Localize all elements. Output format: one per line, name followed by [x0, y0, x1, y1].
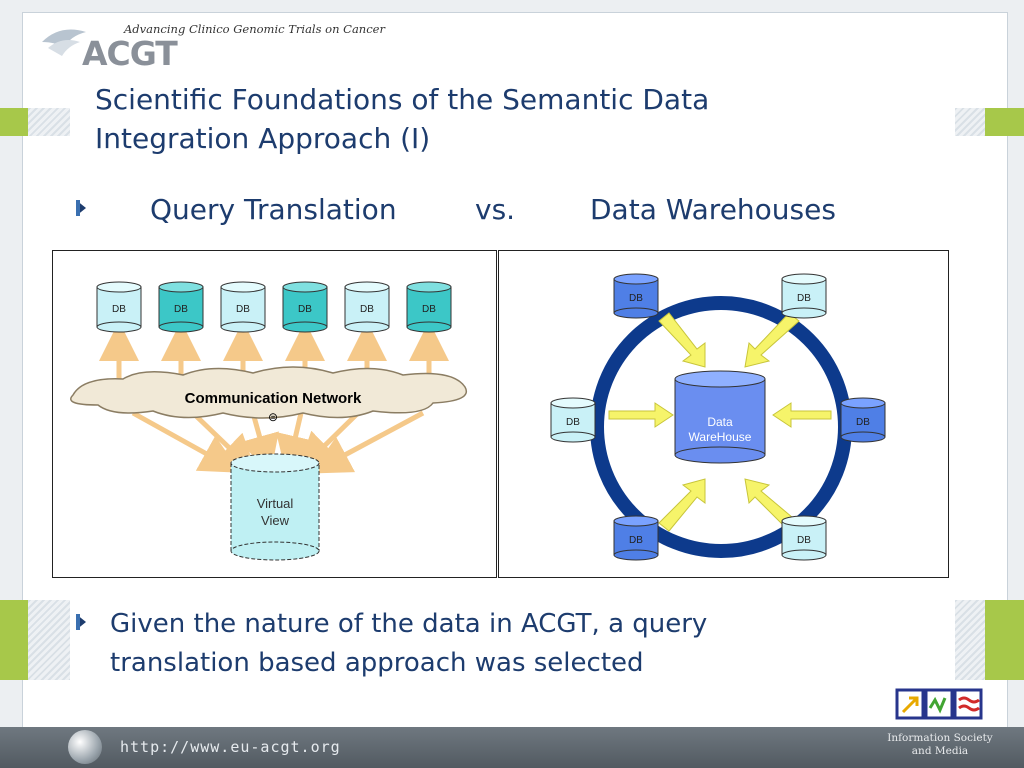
data-warehouses-label: Data Warehouses	[590, 193, 836, 226]
db-cylinder: DB	[781, 515, 827, 561]
db-cylinder: DB	[613, 515, 659, 561]
ist-logo-icon	[895, 688, 983, 720]
db-cylinder-label: DB	[112, 304, 126, 315]
slide-title: Scientific Foundations of the Semantic D…	[95, 83, 710, 155]
db-cylinder-label: DB	[566, 417, 580, 428]
outer-dbs: DB DB DB DB DB DB	[550, 273, 886, 561]
view-label-1: Virtual	[257, 496, 294, 511]
query-translation-label: Query Translation	[150, 193, 397, 226]
isoc-label: Information Society and Media	[880, 732, 1000, 758]
green-bar-left-top	[0, 108, 28, 136]
db-cylinder-label: DB	[360, 304, 374, 315]
db-cylinder: DB	[344, 281, 390, 333]
center-label-1: Data	[707, 415, 733, 429]
data-warehouse-svg: Data WareHouse DB DB DB DB DB DB	[550, 273, 886, 561]
tagline: Advancing Clinico Genomic Trials on Canc…	[124, 22, 385, 36]
green-bar-left-bottom	[0, 600, 28, 680]
db-cylinder-label: DB	[629, 535, 643, 546]
isoc-line-2: and Media	[911, 745, 969, 757]
db-cylinder-label: DB	[629, 293, 643, 304]
db-cylinder-label: DB	[298, 304, 312, 315]
bullet-icon-2	[76, 614, 86, 630]
db-cylinder-label: DB	[856, 417, 870, 428]
db-cylinder: DB	[840, 397, 886, 443]
isoc-line-1: Information Society	[887, 732, 993, 744]
data-warehouse-diagram: Data WareHouse DB DB DB DB DB DB	[498, 250, 949, 578]
center-label-2: WareHouse	[689, 430, 752, 444]
network-marker-icon: ⊜	[268, 410, 278, 424]
db-cylinder-label: DB	[174, 304, 188, 315]
view-label-2: View	[261, 513, 290, 528]
green-bar-right-top	[985, 108, 1024, 136]
db-cylinder: DB	[613, 273, 659, 319]
bullet-icon	[76, 200, 86, 216]
db-cylinder: DB	[96, 281, 142, 333]
db-cylinder: DB	[158, 281, 204, 333]
db-cylinder: DB	[220, 281, 266, 333]
conclusion-text: Given the nature of the data in ACGT, a …	[110, 609, 708, 678]
query-translation-diagram: Communication Network ⊜ DB DB DB DB DB DB Vir…	[52, 250, 497, 578]
db-cylinder: DB	[406, 281, 452, 333]
footer-url[interactable]: http://www.eu-acgt.org	[120, 738, 341, 756]
db-cylinder: DB	[282, 281, 328, 333]
query-translation-svg: Communication Network ⊜ DB DB DB DB DB DB Vir…	[70, 281, 467, 561]
vs-label: vs.	[475, 193, 516, 226]
db-cylinder-label: DB	[236, 304, 250, 315]
communication-network-cloud: Communication Network ⊜	[70, 366, 467, 424]
db-cylinder: DB	[781, 273, 827, 319]
acgt-logo-icon	[42, 29, 86, 56]
db-cylinder-label: DB	[797, 293, 811, 304]
footer-bar: http://www.eu-acgt.org Information Socie…	[0, 727, 1024, 768]
virtual-view-cylinder: Virtual View	[230, 453, 320, 561]
network-to-view-arrows	[131, 410, 425, 476]
green-bar-right-bottom	[985, 600, 1024, 680]
db-cylinder-label: DB	[422, 304, 436, 315]
network-label: Communication Network	[185, 390, 362, 407]
db-cylinder: DB	[550, 397, 596, 443]
db-row: DB DB DB DB DB DB	[96, 281, 452, 333]
db-cylinder-label: DB	[797, 535, 811, 546]
logo-text: ACGT	[82, 34, 178, 73]
globe-icon	[68, 730, 102, 764]
central-warehouse-cylinder: Data WareHouse	[674, 370, 766, 464]
